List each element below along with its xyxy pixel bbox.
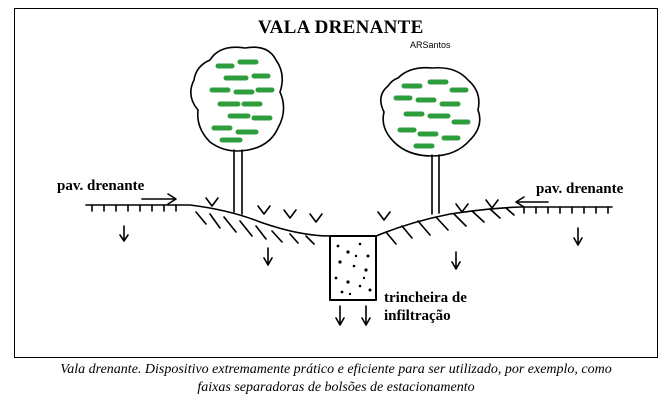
ground-hatch-right: [523, 206, 609, 214]
caption-line-2: faixas separadoras de bolsões de estacio…: [197, 380, 475, 395]
grass-tuft-icon: [283, 209, 297, 219]
label-pav-drenante-right: pav. drenante: [536, 181, 624, 197]
foliage-marks: [209, 59, 471, 149]
infiltration-arrow-icon: [573, 227, 583, 246]
tree-left-trunk: [233, 149, 243, 215]
arrow-right-icon: [141, 193, 177, 205]
label-pav-drenante-left: pav. drenante: [57, 178, 145, 194]
grass-tuft-icon: [205, 197, 219, 207]
arrow-left-icon: [515, 196, 549, 208]
infiltration-arrow-icon: [451, 251, 461, 270]
author-credit: ARSantos: [410, 40, 451, 50]
ground-hatch-center-left: [195, 211, 315, 245]
grass-tuft-icon: [377, 211, 391, 221]
grass-tuft-icon: [485, 199, 499, 209]
ground-hatch-center-right: [385, 207, 515, 245]
ground-line: [85, 204, 613, 237]
ground-hatch-left: [91, 204, 177, 212]
grass-tuft-icon: [455, 203, 469, 213]
infiltration-arrow-icon: [361, 305, 371, 326]
caption-line-1: Vala drenante. Dispositivo extremamente …: [60, 362, 612, 377]
label-trench-line1: trincheira de: [384, 290, 467, 306]
label-trench-line2: infiltração: [384, 308, 451, 324]
tree-left-canopy: [190, 46, 285, 152]
infiltration-arrow-icon: [119, 225, 129, 242]
grass-tuft-icon: [257, 205, 271, 215]
trench-gravel: [334, 242, 372, 296]
infiltration-arrow-icon: [335, 305, 345, 326]
figure-caption: Vala drenante. Dispositivo extremamente …: [14, 361, 658, 397]
infiltration-arrow-icon: [263, 247, 273, 266]
tree-right-trunk: [431, 154, 440, 215]
tree-right-canopy: [380, 66, 481, 157]
grass-tuft-icon: [309, 213, 323, 223]
diagram-title: VALA DRENANTE: [258, 17, 424, 38]
infiltration-trench: [329, 235, 377, 301]
